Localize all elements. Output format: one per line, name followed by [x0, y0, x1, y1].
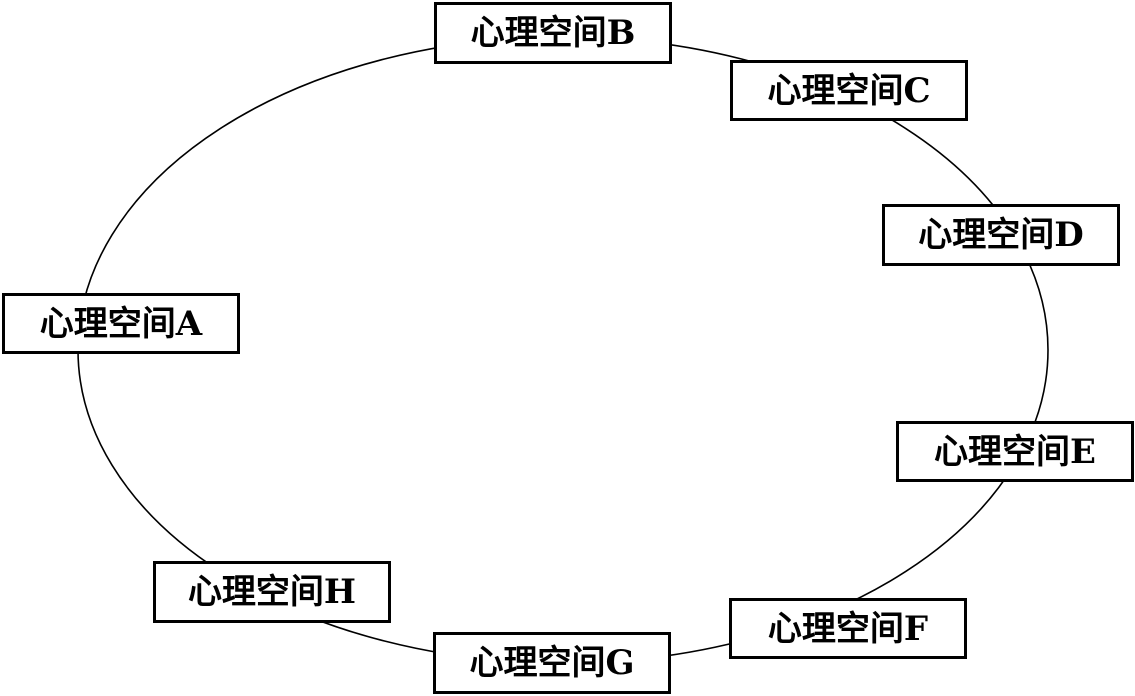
mental-space-b-label: 心理空间B: [470, 13, 636, 53]
mental-space-f-label: 心理空间F: [767, 608, 929, 649]
mental-space-g-label: 心理空间G: [469, 643, 635, 683]
mental-space-d-label: 心理空间D: [918, 215, 1084, 255]
mental-space-d-box: 心理空间D: [882, 204, 1120, 266]
mental-space-c-label: 心理空间C: [767, 70, 931, 111]
mental-space-a-box: 心理空间A: [2, 293, 240, 354]
mental-space-h-label: 心理空间H: [187, 572, 357, 612]
mental-space-c-box: 心理空间C: [730, 60, 968, 121]
mental-space-f-box: 心理空间F: [729, 598, 967, 659]
mental-space-b-box: 心理空间B: [434, 2, 672, 64]
mental-space-e-box: 心理空间E: [896, 421, 1134, 482]
mental-space-a-label: 心理空间A: [39, 303, 203, 344]
mental-space-g-box: 心理空间G: [433, 632, 671, 694]
mental-space-h-box: 心理空间H: [153, 561, 391, 623]
mental-space-e-label: 心理空间E: [934, 431, 1096, 472]
